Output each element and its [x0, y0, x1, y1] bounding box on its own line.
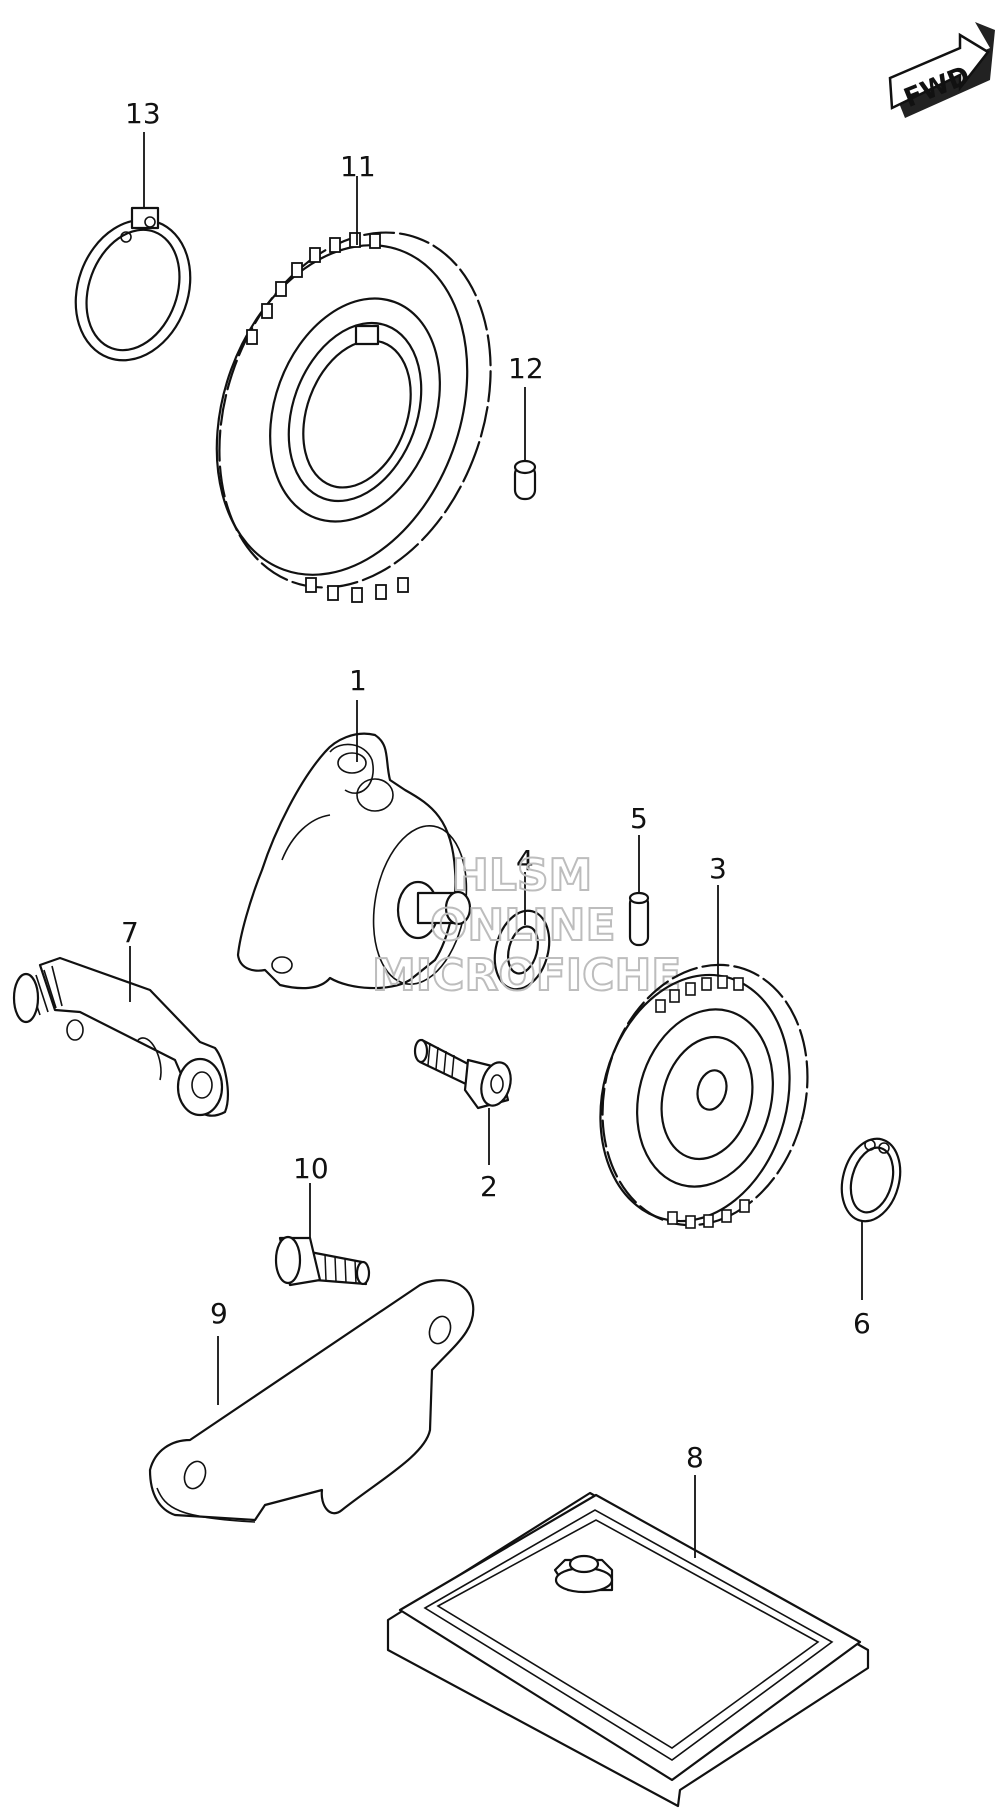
callout-8: 8 [686, 1441, 704, 1474]
watermark-line-2: ONLINE [430, 900, 616, 951]
callout-11: 11 [340, 150, 376, 183]
part-13-circlip: 13 [74, 97, 192, 362]
part-2-bolt: 2 [413, 1038, 512, 1203]
part-10-screw: 10 [274, 1152, 371, 1287]
callout-13: 13 [125, 97, 161, 130]
fwd-arrow-badge: FWD [888, 22, 995, 118]
callout-4: 4 [516, 844, 534, 877]
part-1-pump-body: 1 [236, 664, 472, 990]
callout-9: 9 [210, 1297, 228, 1330]
part-5-pin: 5 [628, 802, 650, 947]
part-7-shaft: 7 [12, 916, 229, 1117]
part-9-plate: 9 [148, 1279, 475, 1523]
callout-10: 10 [293, 1152, 329, 1185]
callout-5: 5 [630, 802, 648, 835]
callout-6: 6 [853, 1307, 871, 1340]
part-12-dowel-pin: 12 [508, 352, 544, 501]
part-11-large-gear: 11 [215, 150, 492, 603]
callout-2: 2 [480, 1170, 498, 1203]
part-6-small-circlip: 6 [840, 1137, 902, 1340]
part-3-small-gear: 3 [599, 852, 809, 1229]
callout-7: 7 [121, 916, 139, 949]
watermark-line-1: HLSM [452, 850, 592, 901]
part-8-filter-screen: 8 [386, 1441, 870, 1808]
callout-3: 3 [709, 852, 727, 885]
part-4-washer: 4 [493, 844, 551, 991]
watermark-line-3: MICROFICHE [372, 950, 681, 1001]
callout-1: 1 [349, 664, 367, 697]
callout-12: 12 [508, 352, 544, 385]
watermark: HLSM ONLINE MICROFICHE [371, 849, 682, 1002]
